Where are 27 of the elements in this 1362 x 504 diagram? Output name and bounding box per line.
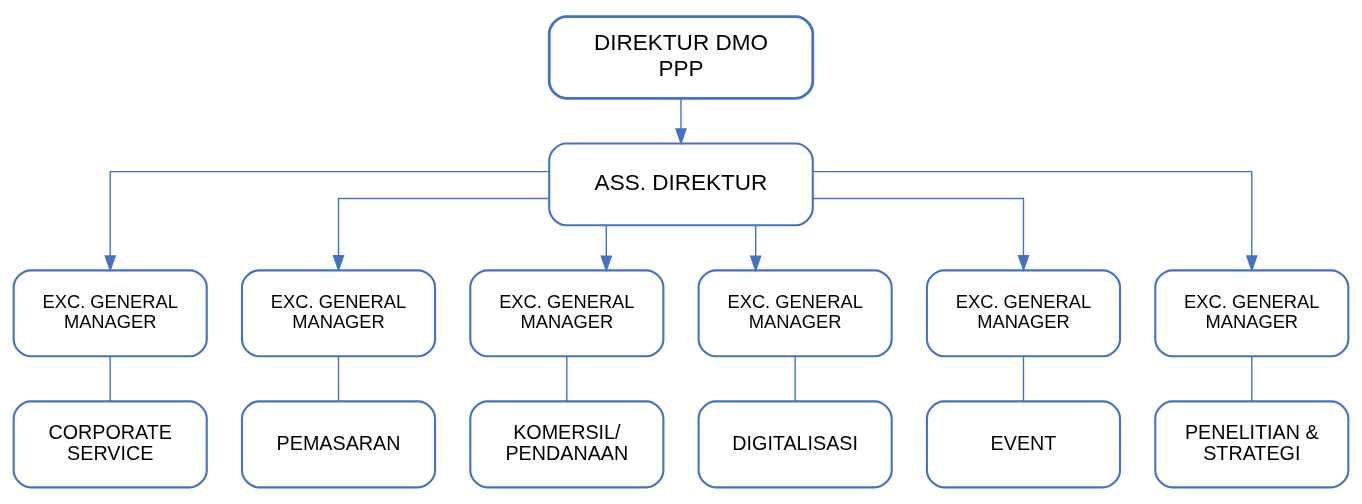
node-box: ASS. DIREKTUR (548, 142, 814, 227)
connector (109, 355, 111, 402)
arrow (332, 197, 550, 272)
arrow (675, 98, 687, 146)
node-box: EXC. GENERAL MANAGER (12, 269, 208, 358)
arrow (749, 224, 762, 273)
connector (1251, 355, 1253, 402)
arrow (812, 197, 1030, 272)
connector (566, 355, 568, 402)
node-box: EXC. GENERAL MANAGER (1154, 269, 1350, 358)
node-box: EVENT (925, 400, 1122, 489)
node-box: CORPORATE SERVICE (12, 400, 208, 489)
arrow (600, 224, 613, 273)
node-box: EXC. GENERAL MANAGER (697, 269, 893, 358)
arrow (104, 170, 550, 273)
node-box: EXC. GENERAL MANAGER (925, 269, 1122, 358)
node-box: PEMASARAN (240, 400, 437, 489)
node-box: DIREKTUR DMO PPP (547, 15, 815, 100)
node-box: PENELITIAN & STRATEGI (1154, 400, 1350, 489)
connector (794, 355, 796, 402)
node-box: EXC. GENERAL MANAGER (469, 269, 665, 358)
node-box: EXC. GENERAL MANAGER (240, 269, 437, 358)
arrow (812, 170, 1258, 273)
connector (337, 355, 340, 402)
connector (1022, 355, 1025, 402)
node-box: KOMERSIL/ PENDANAAN (469, 400, 665, 489)
node-box: DIGITALISASI (697, 400, 893, 489)
